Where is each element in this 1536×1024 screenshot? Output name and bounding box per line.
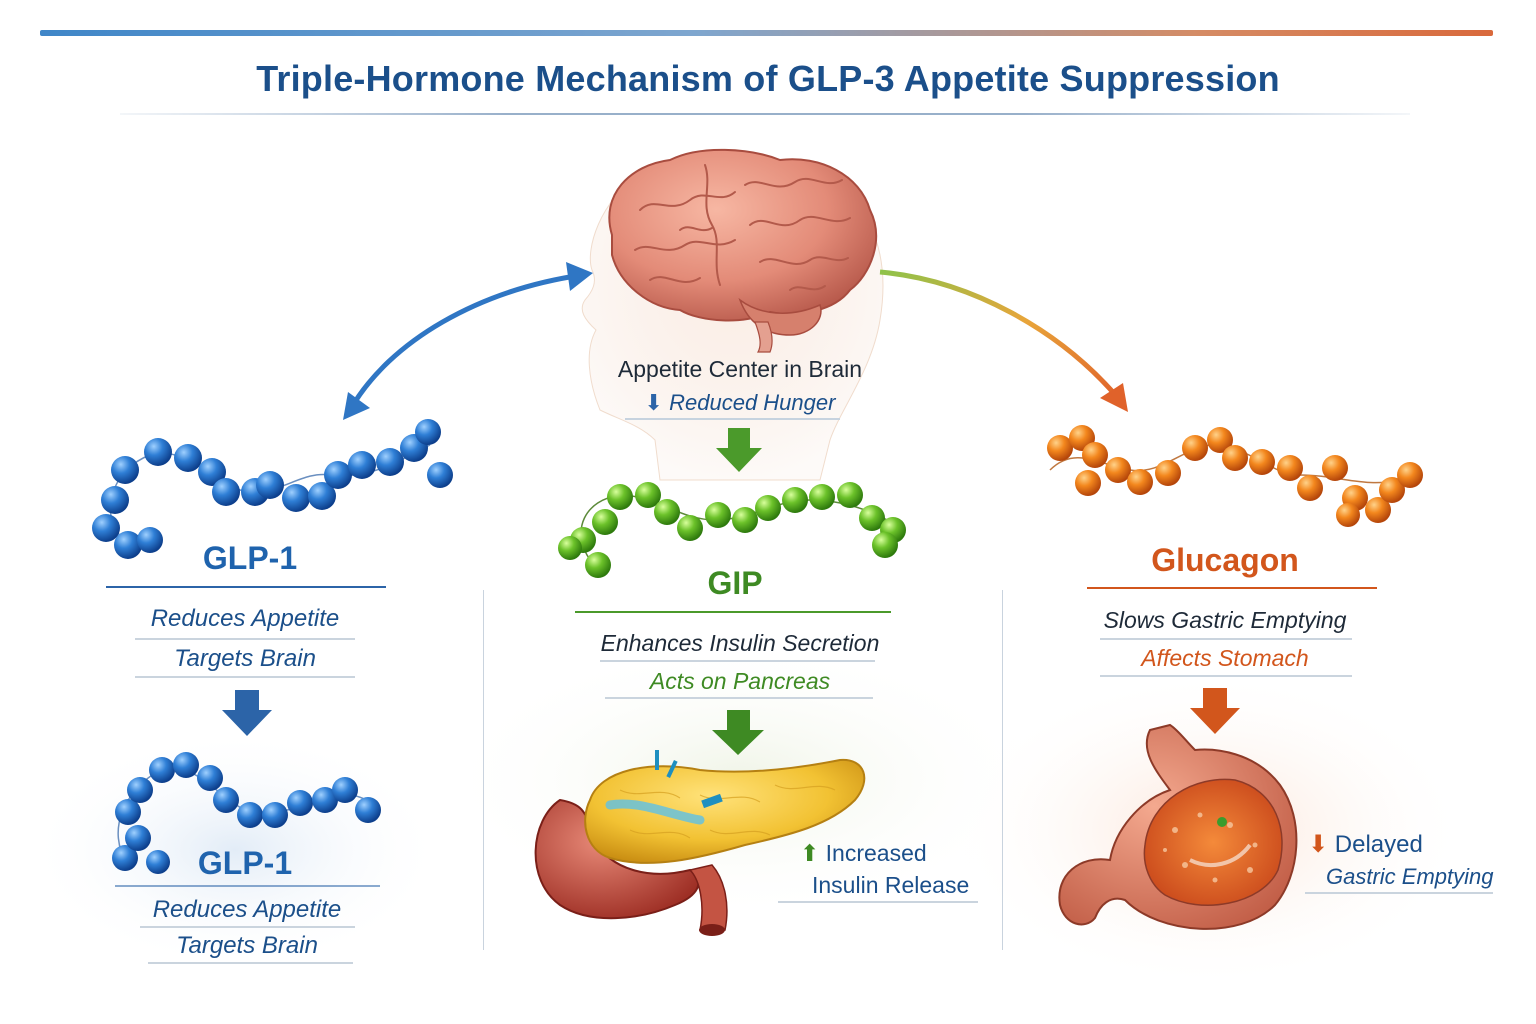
gip-name-underline <box>575 611 891 613</box>
glp1-down-arrow-icon <box>222 690 272 736</box>
gip-down-arrow-icon <box>712 710 764 755</box>
pancreas-icon <box>534 750 866 936</box>
title-underline <box>120 113 1410 115</box>
glucagon-line1: Slows Gastric Emptying <box>1103 607 1347 633</box>
brain-icon <box>608 148 878 353</box>
gip-line1: Enhances Insulin Secretion <box>600 630 880 656</box>
glp1-repeat-name: GLP-1 <box>197 845 293 881</box>
glucagon-name: Glucagon <box>1151 542 1299 578</box>
top-accent-bar <box>40 30 1493 36</box>
glp1-line2: Targets Brain <box>174 645 316 672</box>
glucagon-effect-line2: Gastric Emptying <box>1326 864 1494 889</box>
down-arrow-icon: ⬇ <box>1308 831 1329 858</box>
glp1-repeat-line2-underline <box>148 962 353 964</box>
glucagon-effect-line1-text: Delayed <box>1334 831 1423 858</box>
glucagon-molecule-chain-icon <box>1047 425 1423 527</box>
glp1-line2-underline <box>135 676 355 678</box>
brain-effect: ⬇ Reduced Hunger <box>620 390 860 416</box>
gip-molecule-chain-icon <box>558 482 906 578</box>
brain-label: Appetite Center in Brain <box>617 356 863 382</box>
glucagon-effect-underline <box>1305 892 1493 894</box>
glucagon-line2-underline <box>1100 675 1352 677</box>
gip-line2-underline <box>605 697 873 699</box>
brain-effect-underline <box>625 418 840 420</box>
glp1-repeat-molecule-chain-icon <box>112 752 381 874</box>
glucagon-name-underline <box>1087 587 1377 589</box>
gip-effect-underline <box>778 901 978 903</box>
glp1-line1-underline <box>135 638 355 640</box>
glp1-repeat-name-underline <box>115 885 380 887</box>
gip-name: GIP <box>707 565 763 601</box>
gip-effect-line2: Insulin Release <box>812 872 970 898</box>
glp1-repeat-line1-underline <box>140 926 355 928</box>
glp1-repeat-line2: Targets Brain <box>176 932 318 959</box>
gip-line1-underline <box>600 660 875 662</box>
brain-to-gip-arrow-icon <box>716 428 762 472</box>
up-arrow-icon: ⬆ <box>800 840 820 866</box>
gip-line2: Acts on Pancreas <box>649 668 831 694</box>
glp1-molecule-chain-icon <box>92 419 453 559</box>
brain-glp1-double-arrow <box>343 262 593 420</box>
brain-to-glucagon-arrow <box>879 269 1128 412</box>
glucagon-line1-underline <box>1100 638 1352 640</box>
column-divider-right <box>1002 590 1003 950</box>
stomach-icon <box>1058 723 1298 930</box>
page-title: Triple-Hormone Mechanism of GLP-3 Appeti… <box>256 58 1280 99</box>
glp1-name: GLP-1 <box>202 540 298 576</box>
glucagon-effect-line1: ⬇ Delayed <box>1308 830 1458 859</box>
down-arrow-icon: ⬇ <box>644 390 663 415</box>
glp1-repeat-line1: Reduces Appetite <box>152 896 342 923</box>
brain-effect-text: Reduced Hunger <box>669 390 836 415</box>
column-divider-left <box>483 590 484 950</box>
gip-effect-line1-text: Increased <box>825 840 927 866</box>
glucagon-down-arrow-icon <box>1190 688 1240 734</box>
glucagon-line2: Affects Stomach <box>1141 645 1309 671</box>
gip-effect-line1: ⬆ Increased <box>800 840 960 867</box>
glp1-name-underline <box>106 586 386 588</box>
glp1-line1: Reduces Appetite <box>150 605 340 632</box>
